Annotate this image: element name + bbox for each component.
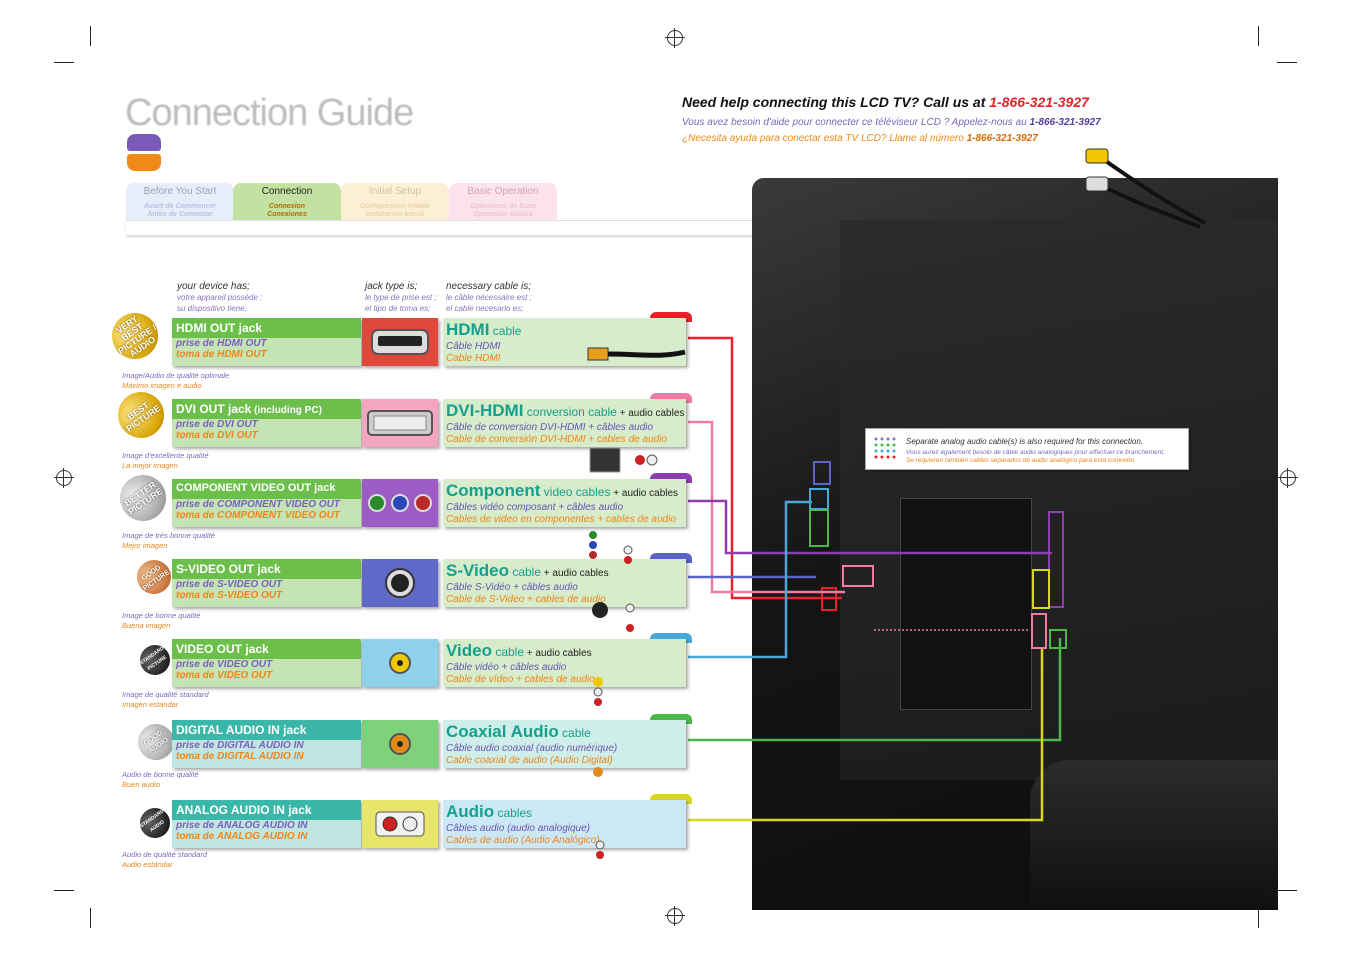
jack-video xyxy=(362,639,438,687)
cable-component: Component video cables + audio cables Câ… xyxy=(443,479,686,527)
cable-video: Video cable + audio cables Câble vidéo +… xyxy=(443,639,686,687)
registration-mark xyxy=(1278,468,1298,488)
language-marker-en xyxy=(127,134,161,151)
registration-mark xyxy=(54,468,74,488)
help-phone-fr: 1-866-321-3927 xyxy=(1029,117,1101,128)
column-header-jack: jack type is;le type de prise est ;el ti… xyxy=(365,281,437,313)
cable-plug-illustration xyxy=(1085,148,1206,229)
jack-component xyxy=(362,479,438,527)
color-tab-component xyxy=(650,473,692,483)
device-dvi-out: DVI OUT jack (including PC) prise de DVI… xyxy=(172,399,361,447)
analog-audio-note-fr: Vous aurez également besoin de câble aud… xyxy=(906,449,1165,464)
device-video-out: VIDEO OUT jack prise de VIDEO OUT toma d… xyxy=(172,639,361,687)
registration-mark xyxy=(665,906,685,926)
device-analog-audio-in: ANALOG AUDIO IN jack prise de ANALOG AUD… xyxy=(172,800,361,848)
crop-mark xyxy=(1277,62,1297,63)
device-svideo-out: S-VIDEO OUT jack prise de S-VIDEO OUT to… xyxy=(172,559,361,607)
device-digital-audio-in: DIGITAL AUDIO IN jack prise de DIGITAL A… xyxy=(172,720,361,768)
color-tab-coaxial xyxy=(650,714,692,724)
color-tab-dvi xyxy=(650,393,692,403)
crop-mark xyxy=(90,908,91,928)
crop-mark xyxy=(1258,908,1259,928)
cable-dvi-hdmi: DVI-HDMI conversion cable + audio cables… xyxy=(443,399,686,447)
color-tab-svideo xyxy=(650,553,692,563)
jack-svideo xyxy=(362,559,438,607)
device-component-out: COMPONENT VIDEO OUT jack prise de COMPON… xyxy=(172,479,361,527)
crop-mark xyxy=(54,890,74,891)
tv-io-plate xyxy=(900,498,1032,710)
help-line-es: ¿Necesita ayuda para conectar esta TV LC… xyxy=(682,133,1038,144)
help-phone-en: 1-866-321-3927 xyxy=(989,94,1089,110)
cable-coaxial-audio: Coaxial Audio cable Câble audio coaxial … xyxy=(443,720,686,768)
crop-mark xyxy=(90,26,91,46)
page-title: Connection Guide xyxy=(125,92,414,134)
help-line-en: Need help connecting this LCD TV? Call u… xyxy=(682,94,1089,110)
jack-dvi xyxy=(362,399,438,447)
cable-audio: Audio cables Câbles audio (audio analogi… xyxy=(443,800,686,848)
column-header-device: your device has;votre appareil possède ;… xyxy=(177,281,263,313)
audio-chart-icon xyxy=(874,437,896,459)
cable-svideo: S-Video cable + audio cables Câble S-Vid… xyxy=(443,559,686,607)
analog-audio-note: Separate analog audio cable(s) is also r… xyxy=(865,428,1189,470)
crop-mark xyxy=(1277,890,1297,891)
analog-audio-note-en: Separate analog audio cable(s) is also r… xyxy=(906,437,1144,446)
device-hdmi-out: HDMI OUT jack prise de HDMI OUT toma de … xyxy=(172,318,361,366)
color-tab-audio xyxy=(650,794,692,804)
registration-mark xyxy=(665,28,685,48)
help-line-fr: Vous avez besoin d'aide pour connecter c… xyxy=(682,117,1101,128)
cable-illustrations xyxy=(587,347,686,859)
jack-coaxial xyxy=(362,720,438,768)
column-header-cable: necessary cable is;le câble nécessaire e… xyxy=(446,281,532,313)
language-marker-fr xyxy=(127,154,161,171)
jack-hdmi xyxy=(362,318,438,366)
jack-analog-audio xyxy=(362,800,438,848)
crop-mark xyxy=(1258,26,1259,46)
color-tab-video xyxy=(650,633,692,643)
help-phone-es: 1-866-321-3927 xyxy=(966,133,1038,144)
cable-hdmi: HDMI cable Câble HDMI Cable HDMI xyxy=(443,318,686,366)
tv-stand xyxy=(1030,760,1278,910)
crop-mark xyxy=(54,62,74,63)
color-tab-hdmi xyxy=(650,312,692,322)
